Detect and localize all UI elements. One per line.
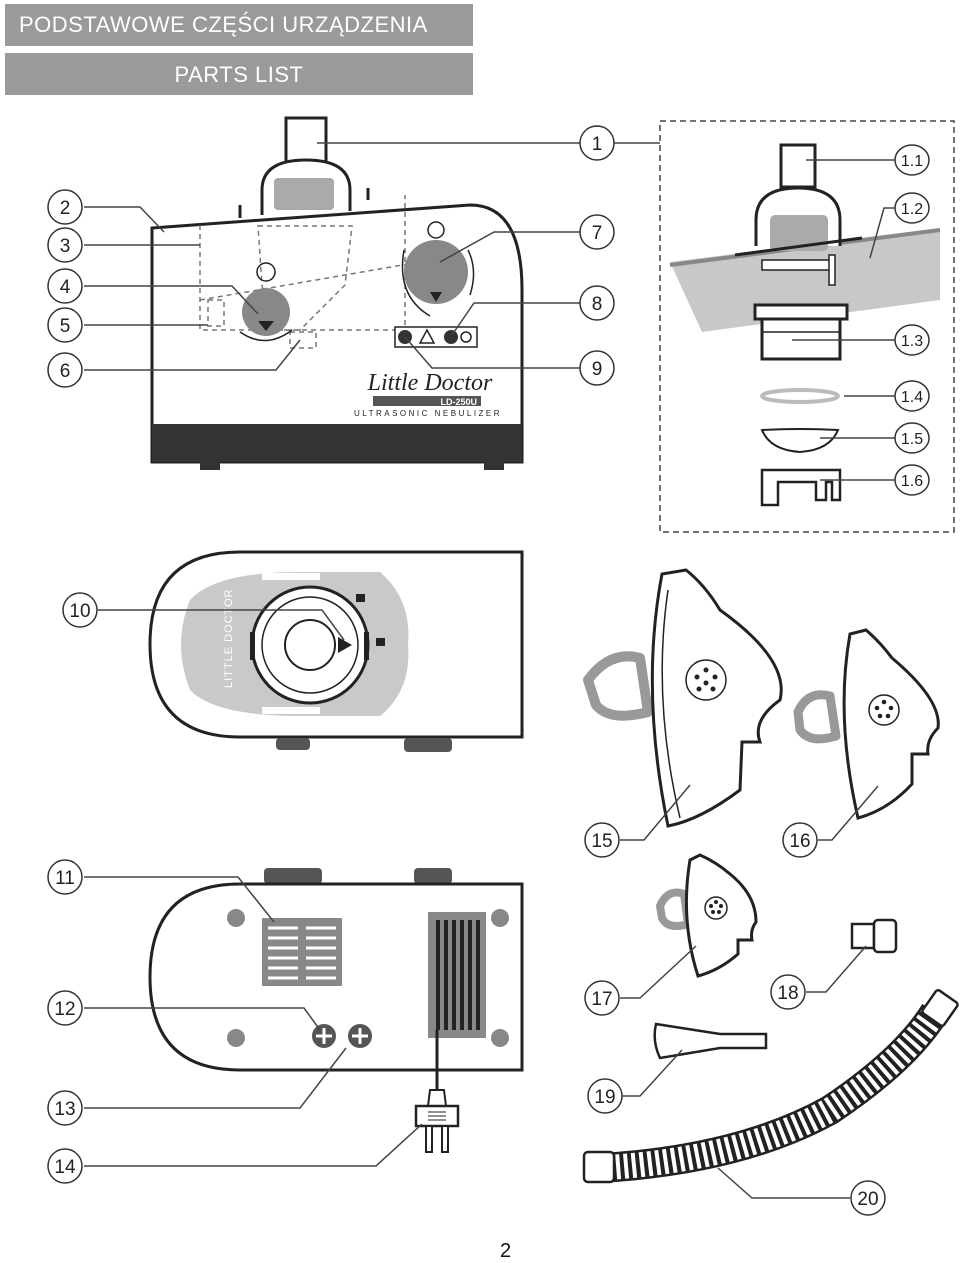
back-text: LITTLE DOCTOR [223,588,235,688]
callout-7: 7 [579,214,615,250]
svg-text:14: 14 [54,1157,76,1178]
header-title-pl: PODSTAWOWE CZĘŚCI URZĄDZENIA [5,4,473,46]
svg-text:3: 3 [60,236,71,257]
svg-text:8: 8 [592,294,603,315]
svg-text:1.5: 1.5 [901,431,923,448]
device-back-view: LITTLE DOCTOR [148,550,524,752]
svg-text:1.1: 1.1 [901,153,923,170]
callout-8: 8 [579,285,615,321]
device-front-view: Little Doctor LD-250U ULTRASONIC NEBULIZ… [150,116,524,470]
svg-text:18: 18 [777,983,798,1004]
part-1-exploded [659,120,955,533]
mask-large [583,568,783,828]
callout-1: 1 [579,125,615,161]
callout-3: 3 [47,227,83,263]
callouts: 1 1.1 1.2 1.3 1.4 1.5 1.6 2 3 4 5 6 7 8 … [47,125,930,1216]
mask-small [656,853,758,978]
callout-6: 6 [47,352,83,388]
mask-medium [793,628,940,820]
device-bottom-view [148,868,524,1153]
svg-text:19: 19 [594,1087,615,1108]
svg-text:12: 12 [54,999,75,1020]
page-number: 2 [500,1240,512,1262]
callout-10: 10 [62,592,98,628]
callout-14: 14 [47,1148,83,1184]
svg-text:1.6: 1.6 [901,473,923,490]
svg-text:7: 7 [592,223,603,244]
svg-text:15: 15 [591,831,612,852]
brand-logo: Little Doctor [367,370,493,396]
svg-text:1: 1 [592,134,603,155]
callout-13: 13 [47,1090,83,1126]
model-label: LD-250U [440,397,477,407]
callout-16: 16 [782,822,818,858]
svg-text:10: 10 [69,601,90,622]
svg-text:1.2: 1.2 [901,201,923,218]
connector-18 [850,918,898,954]
callout-1-2: 1.2 [894,192,930,224]
callout-19: 19 [587,1078,623,1114]
callout-17: 17 [584,980,620,1016]
svg-text:1.4: 1.4 [901,389,923,406]
callout-20: 20 [850,1180,886,1216]
header-title-en: PARTS LIST [5,53,473,95]
svg-text:5: 5 [60,316,71,337]
svg-text:13: 13 [54,1099,75,1120]
svg-text:20: 20 [857,1189,878,1210]
callout-5: 5 [47,307,83,343]
callout-1-6: 1.6 [894,464,930,496]
callout-2: 2 [47,189,83,225]
callout-12: 12 [47,990,83,1026]
type-label: ULTRASONIC NEBULIZER [354,409,502,418]
callout-11: 11 [47,859,83,895]
svg-text:1.3: 1.3 [901,333,923,350]
callout-18: 18 [770,974,806,1010]
leader-lines [84,142,896,1199]
svg-text:2: 2 [60,198,71,219]
callout-4: 4 [47,268,83,304]
svg-text:4: 4 [60,277,71,298]
callout-1-5: 1.5 [894,422,930,454]
callout-1-1: 1.1 [894,144,930,176]
hose-20 [582,989,959,1184]
svg-text:16: 16 [789,831,810,852]
callout-15: 15 [584,822,620,858]
callout-9: 9 [579,350,615,386]
callout-1-4: 1.4 [894,380,930,412]
callout-1-3: 1.3 [894,324,930,356]
mouthpiece-19 [653,1022,768,1060]
svg-text:9: 9 [592,359,603,380]
svg-text:17: 17 [591,989,612,1010]
svg-text:6: 6 [60,361,71,382]
svg-text:11: 11 [55,868,75,889]
